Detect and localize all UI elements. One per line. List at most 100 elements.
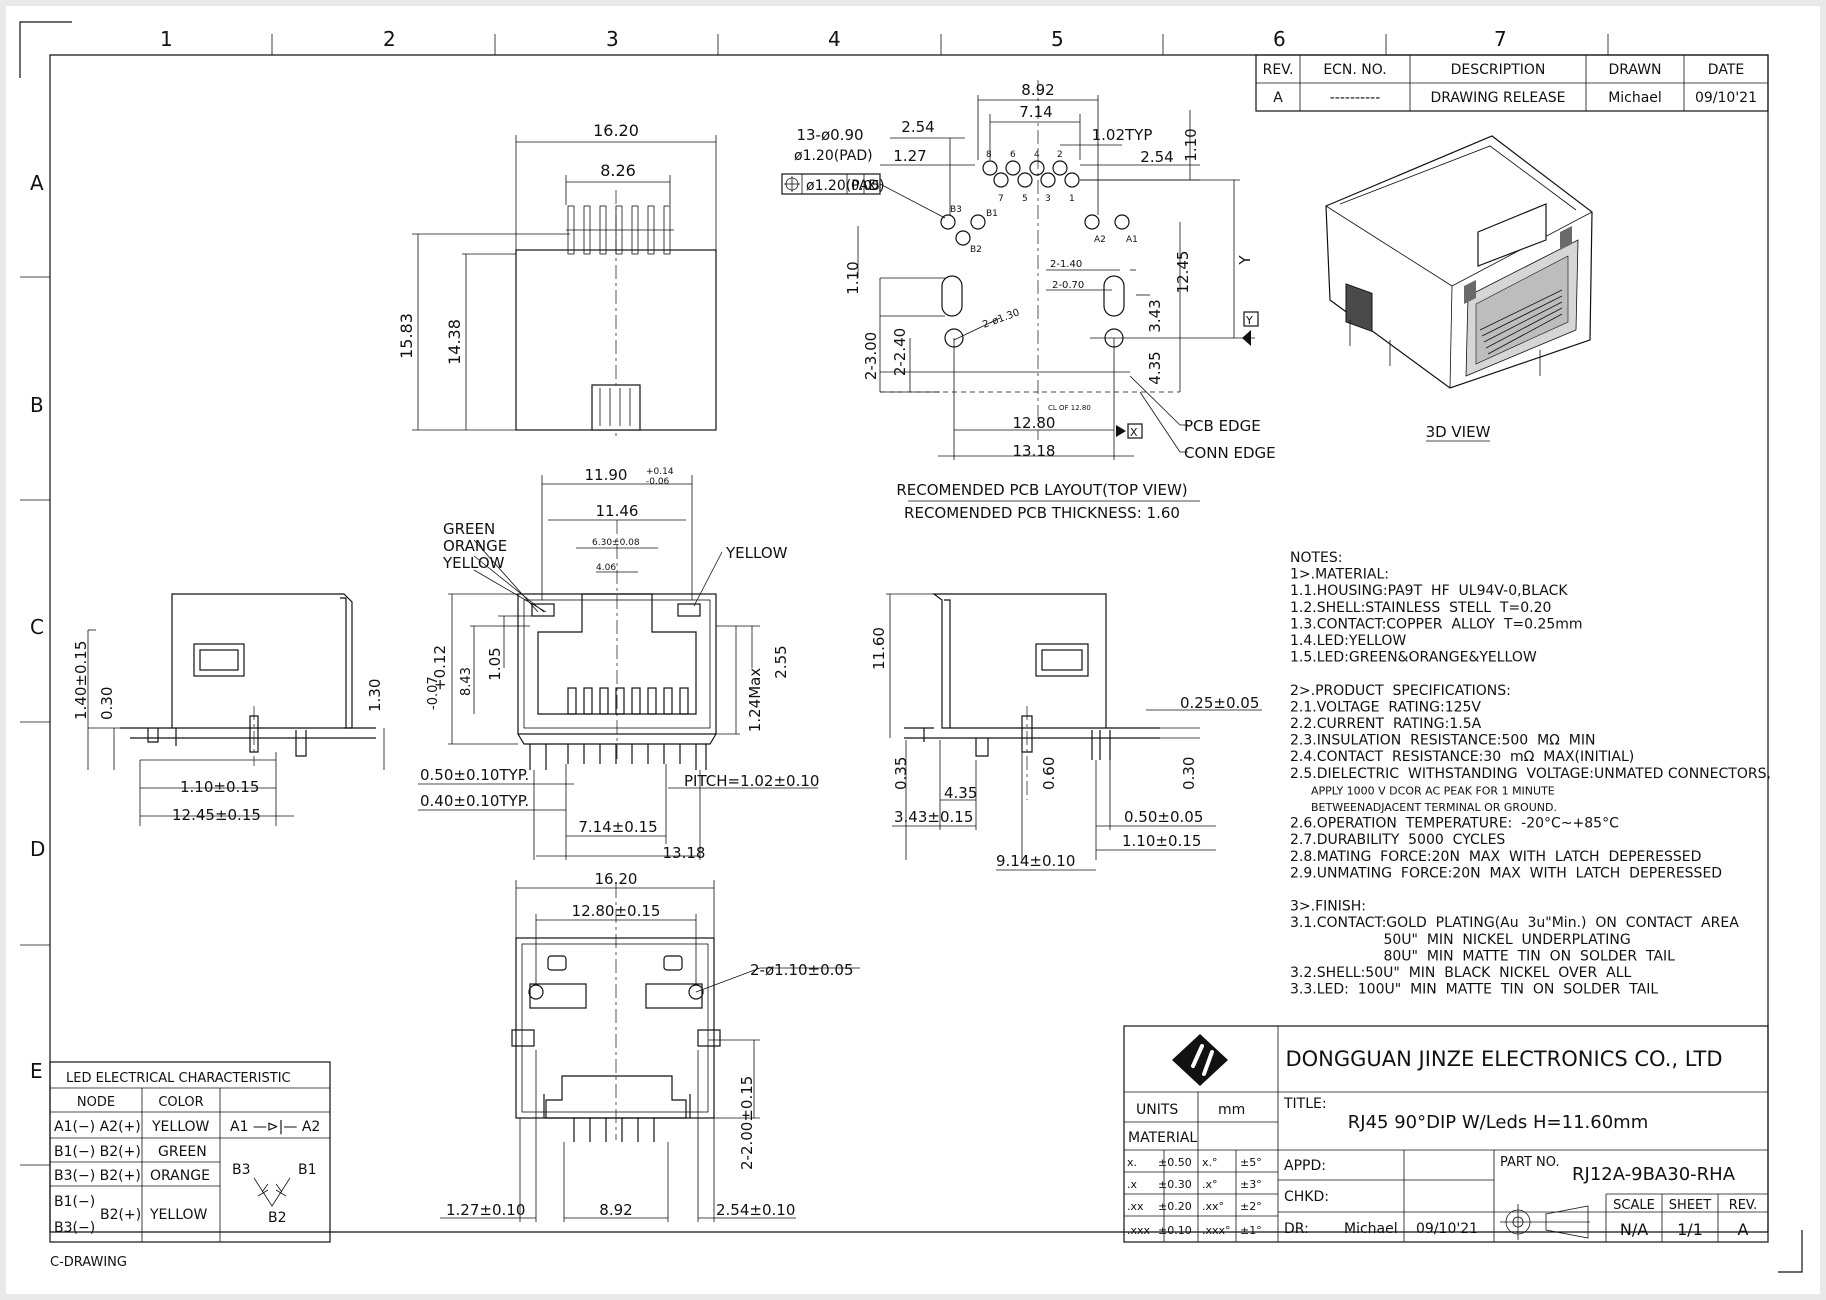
left-side-view: 1.40±0.15 0.30 1.30 1.10±0.15 12.45±0.15 [72,593,385,826]
zone-row-d: D [30,837,45,861]
pin-8: 8 [986,150,992,160]
zone-col-6: 6 [1273,27,1286,51]
led-diode-a: A1 —⊳|— A2 [230,1119,320,1135]
led-row4-node3: B2(+) [100,1207,141,1223]
tol-row4-c3: .xxx° [1202,1224,1231,1237]
zone-row-c: C [30,615,44,639]
tol-row2-c2: ±0.30 [1158,1178,1192,1191]
note-line: APPLY 1000 V DCOR AC PEAK FOR 1 MINUTE [1290,784,1555,797]
rev-header-ecn: ECN. NO. [1323,62,1386,78]
front-dim-tol-plus: +0.14 [646,467,674,477]
pcb-dim-110-slot: 1.10 [844,261,862,294]
led-row4-node: B1(−) [54,1194,95,1210]
front-dim-105: 1.05 [486,647,504,680]
note-line: 80U" MIN MATTE TIN ON SOLDER TAIL [1290,948,1675,964]
pcb-dim-2-300: 2-3.00 [862,332,880,380]
pcb-layout: 8 6 4 2 7 5 3 1 B3 B1 B2 A2 A1 [781,80,1276,522]
led-row3-node: B3(−) B2(+) [54,1168,141,1184]
bottom-dim-200: 2-2.00±0.15 [738,1076,756,1170]
rev-value-drawn: Michael [1608,90,1662,106]
pcb-dim-914: 12.45 [1174,251,1192,294]
rev-value: A [1738,1220,1749,1239]
led-row2-color: GREEN [158,1144,207,1160]
rev-header-date: DATE [1708,62,1744,78]
note-line: 2.2.CURRENT RATING:1.5A [1290,716,1482,732]
note-line: 2.4.CONTACT RESISTANCE:30 mΩ MAX(INITIAL… [1290,749,1634,765]
note-line: 1.2.SHELL:STAINLESS STELL T=0.20 [1290,600,1551,616]
pin-4: 4 [1034,150,1040,160]
pcb-edge-label: PCB EDGE [1184,417,1261,435]
led-header-node: NODE [77,1095,115,1110]
pcb-dim-2-070: 2-0.70 [1052,280,1084,291]
pin-b2: B2 [970,245,982,255]
led-row1-color: YELLOW [151,1119,210,1135]
left-dim-030: 0.30 [98,687,116,720]
material-label: MATERIAL [1128,1130,1197,1146]
note-line: 2>.PRODUCT SPECIFICATIONS: [1290,683,1511,699]
pcb-dim-1245: Y [1236,255,1254,266]
pin-b1: B1 [986,209,998,219]
rev-value-ecn: ---------- [1330,90,1381,106]
dr-name: Michael [1344,1221,1398,1237]
pin-6: 6 [1010,150,1016,160]
note-line: 2.8.MATING FORCE:20N MAX WITH LATCH DEPE… [1290,849,1701,865]
tol-value: ø1.20(PAD) [806,178,885,194]
revision-table: REV. ECN. NO. DESCRIPTION DRAWN DATE A -… [1255,54,1769,112]
front-dim-1146: 11.46 [596,502,639,520]
right-side-view: 11.60 0.25±0.05 0.35 4.35 0.60 0.30 3.43… [870,593,1262,871]
zone-col-5: 5 [1051,27,1064,51]
note-line: 3.3.LED: 100U" MIN MATTE TIN ON SOLDER T… [1290,982,1658,998]
led-row4-node2: B3(−) [54,1220,95,1236]
pin-7: 7 [998,194,1004,204]
pcb-dim-435: 4.35 [1146,351,1164,384]
3d-view-label: 3D VIEW [1426,423,1491,441]
bottom-dim-holes: 2-ø1.10±0.05 [750,961,854,979]
note-line: 3.1.CONTACT:GOLD PLATING(Au 3u"Min.) ON … [1290,915,1739,931]
rev-header-drawn: DRAWN [1608,62,1661,78]
pcb-holes [940,160,1130,348]
top-dim-height: 15.83 [397,313,416,359]
led-diode-b-symbol: B3 B1 B2 [232,1162,317,1226]
company-logo [1172,1034,1228,1086]
note-line: 2.1.VOLTAGE RATING:125V [1290,699,1481,715]
right-dim-110: 1.10±0.15 [1122,832,1201,850]
rev-value-date: 09/10'21 [1695,90,1757,106]
datum-x-arrow [1116,425,1126,437]
top-view: 16.20 8.26 15.83 14.38 [397,121,717,440]
part-no-label: PART NO. [1500,1155,1560,1170]
tol-row3-c3: .xx° [1202,1200,1224,1213]
led-row3-color: ORANGE [150,1168,210,1184]
tol-row3-c1: .xx [1127,1200,1144,1213]
third-angle-projection-icon [1500,1204,1590,1240]
front-dim-spec: -0.07 [426,676,441,710]
pcb-dim-1318: 13.18 [1013,442,1056,460]
tol-row1-c2: ±0.50 [1158,1156,1192,1169]
tol-row4-c2: ±0.10 [1158,1224,1192,1237]
front-dim-843: +0.12 [431,645,449,691]
left-dim-140: 1.40±0.15 [72,641,90,720]
dr-date: 09/10'21 [1416,1221,1478,1237]
right-dim-343: 3.43±0.15 [894,808,973,826]
tol-row1-c4: ±5° [1240,1156,1262,1169]
bottom-dim-1620: 16.20 [595,870,638,888]
pcb-dim-2-240: 2-2.40 [891,328,909,376]
tolerance-table: x. ±0.50 x.° ±5° .x ±0.30 .x° ±3° .xx ±0… [1127,1156,1262,1237]
note-line: 1.3.CONTACT:COPPER ALLOY T=0.25mm [1290,616,1583,632]
pcb-dim-102typ: 1.02TYP [1092,126,1153,144]
right-dim-1160: 11.60 [870,627,888,670]
pcb-caption-thickness: RECOMENDED PCB THICKNESS: 1.60 [904,504,1180,522]
right-dim-060: 0.60 [1040,757,1058,790]
rev-header-description: DESCRIPTION [1451,62,1546,78]
front-dim-1190: 11.90 [585,466,628,484]
tol-row4-c4: ±1° [1240,1224,1262,1237]
front-dim-050: 0.50±0.10TYP. [420,766,529,784]
led-row1-node: A1(−) A2(+) [54,1119,141,1135]
left-dim-130: 1.30 [366,679,384,712]
appd-label: APPD: [1284,1158,1326,1174]
company-name: DONGGUAN JINZE ELECTRONICS CO., LTD [1285,1047,1722,1071]
top-dim-body: 14.38 [445,319,464,365]
rev-label: REV. [1729,1198,1758,1213]
led-table: LED ELECTRICAL CHARACTERISTIC NODE COLOR… [49,1061,331,1243]
tol-row2-c1: .x [1127,1178,1137,1191]
dr-label: DR: [1284,1221,1309,1237]
